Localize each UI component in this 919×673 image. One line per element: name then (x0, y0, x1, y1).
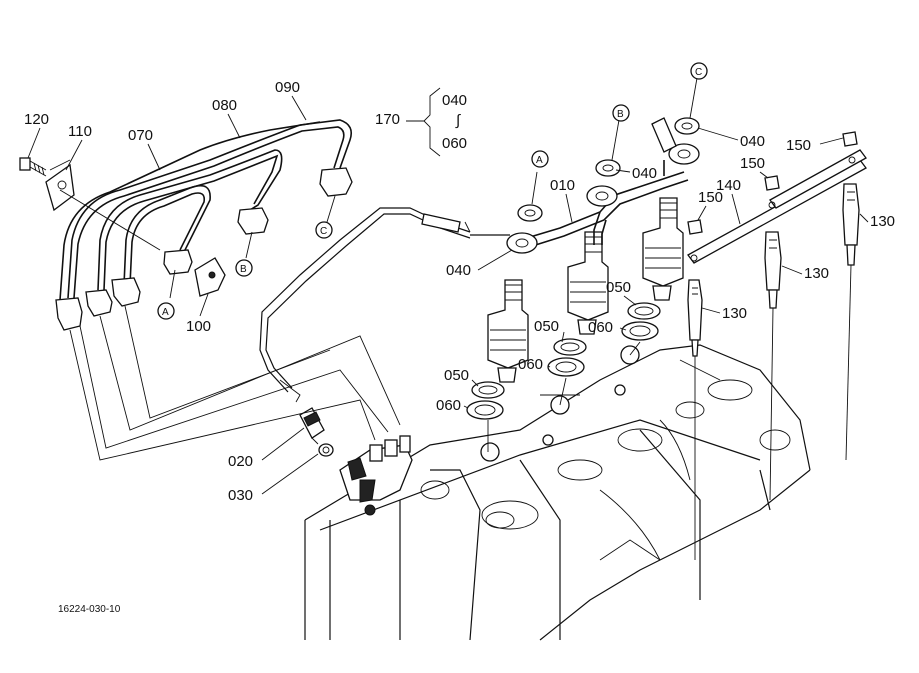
ref-b-circle-right (612, 104, 630, 122)
ref-c-circle-right (690, 62, 708, 80)
label-070: 070 (128, 127, 153, 144)
label-060-b: 060 (518, 356, 543, 373)
label-110: 110 (68, 123, 92, 140)
label-130-c: 130 (722, 305, 747, 322)
label-080: 080 (212, 97, 237, 114)
label-170: 170 (375, 111, 400, 128)
label-150-a: 150 (786, 137, 811, 154)
label-030: 030 (228, 487, 253, 504)
label-050-c: 050 (606, 279, 631, 296)
label-020: 020 (228, 453, 253, 470)
ref-b-left: B (240, 264, 247, 275)
clamp-110 (45, 159, 75, 212)
label-010: 010 (550, 177, 575, 194)
ref-b-circle-left (235, 259, 253, 277)
ref-a-circle-right (531, 150, 549, 168)
part-020-valve (299, 407, 325, 445)
label-170-040: 040 (442, 92, 467, 109)
label-060-a: 060 (436, 397, 461, 414)
ref-c-right: C (695, 67, 702, 78)
label-040-b: 040 (632, 165, 657, 182)
label-100: 100 (186, 318, 211, 335)
drawing-number: 16224-030-10 (58, 604, 121, 615)
label-090: 090 (275, 79, 300, 96)
injection-pipes (55, 119, 353, 331)
reference-markers: A B C A B C (157, 62, 708, 320)
label-130-a: 130 (870, 213, 895, 230)
injection-pump (339, 435, 413, 516)
ref-a-left: A (162, 307, 169, 318)
ref-c-circle-left (315, 221, 333, 239)
part-030-washer (318, 443, 334, 457)
leak-off-pipe (259, 207, 510, 403)
ref-b-right: B (617, 109, 624, 120)
label-040-c: 040 (740, 133, 765, 150)
overflow-pipe-010 (506, 77, 700, 254)
label-040-a: 040 (446, 262, 471, 279)
label-050-a: 050 (444, 367, 469, 384)
label-150-b: 150 (740, 155, 765, 172)
label-060-c: 060 (588, 319, 613, 336)
injectors (466, 197, 684, 452)
label-150-c: 150 (698, 189, 723, 206)
label-170-tilde: ∫ (455, 112, 462, 129)
glow-plugs (687, 183, 860, 560)
leader-lines (59, 189, 401, 461)
label-130-b: 130 (804, 265, 829, 282)
bolt-120 (19, 157, 47, 177)
glow-plug-lead (687, 131, 867, 264)
ref-a-right: A (536, 155, 543, 166)
label-120: 120 (24, 111, 49, 128)
ref-a-circle-left (157, 302, 175, 320)
ref-c-left: C (320, 226, 327, 237)
label-140: 140 (716, 177, 741, 194)
label-050-b: 050 (534, 318, 559, 335)
label-170-060: 060 (442, 135, 467, 152)
callouts: 120 110 070 080 090 100 170 040 ∫ 060 01… (24, 79, 895, 504)
